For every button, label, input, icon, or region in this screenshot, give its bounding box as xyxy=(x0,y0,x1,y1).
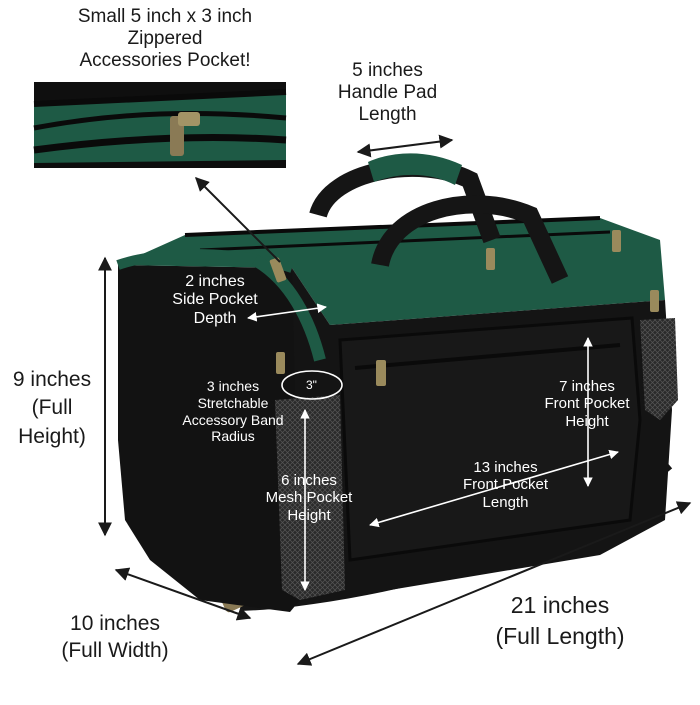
full-width-label: 10 inches (Full Width) xyxy=(40,610,190,665)
handle-pad-label-line: Length xyxy=(358,103,417,125)
front-pocket-height-label-line: 7 inches xyxy=(559,378,615,395)
zipper-closeup-inset xyxy=(33,82,287,168)
band-radius-label-line: Stretchable xyxy=(197,394,269,411)
full-length-label-line: (Full Length) xyxy=(495,623,625,650)
full-height-label-line: Height) xyxy=(18,424,86,448)
handle-pad-label-line: Handle Pad xyxy=(337,81,438,103)
full-width-label-line: (Full Width) xyxy=(61,639,169,663)
front-pocket-height-label-line: Height xyxy=(565,412,609,430)
band-radius-label-line: Radius xyxy=(211,428,255,445)
side-pocket-label-line: Depth xyxy=(193,309,237,327)
side-pocket-dimension xyxy=(247,303,327,322)
mesh-pocket-label-line: Mesh Pocket xyxy=(265,489,353,507)
accessories-pocket-label-line: Accessories Pocket! xyxy=(79,49,251,71)
mesh-pocket-label-line: 6 inches xyxy=(281,472,337,489)
band-radius-marker xyxy=(281,370,343,400)
handle-pad-label-line: 5 inches xyxy=(352,60,423,81)
full-width-dimension xyxy=(114,567,252,621)
accessories-pocket-label-line: Zippered xyxy=(127,27,203,49)
band-radius-label-line: Accessory Band xyxy=(182,411,284,428)
dimension-lines-on-bag xyxy=(247,303,619,591)
accessories-pocket-label-line: Small 5 inch x 3 inch xyxy=(77,6,253,27)
side-pocket-label-line: 2 inches xyxy=(185,273,245,290)
full-length-label: 21 inches (Full Length) xyxy=(470,590,650,652)
handle-pad-dimension xyxy=(356,134,454,158)
full-width-label-line: 10 inches xyxy=(70,612,160,635)
full-length-label-line: 21 inches xyxy=(510,592,610,618)
front-pocket-length-label-line: 13 inches xyxy=(473,459,538,476)
dimension-lines xyxy=(98,134,692,666)
band-radius-marker-label: 3" xyxy=(306,378,317,392)
full-height-label-line: (Full xyxy=(31,396,73,420)
band-radius-label-line: 3 inches xyxy=(206,378,260,394)
full-height-label-line: 9 inches xyxy=(12,368,92,391)
full-length-dimension xyxy=(296,501,692,666)
front-pocket-height-label-line: Front Pocket xyxy=(544,395,630,413)
accessories-pointer xyxy=(195,177,281,263)
front-pocket-length-label-line: Length xyxy=(482,493,529,511)
side-pocket-label-line: Side Pocket xyxy=(172,291,258,309)
mesh-pocket-label-line: Height xyxy=(287,506,331,524)
front-pocket-length-label-line: Front Pocket xyxy=(462,476,549,494)
front-pocket-length-dimension xyxy=(369,449,619,528)
